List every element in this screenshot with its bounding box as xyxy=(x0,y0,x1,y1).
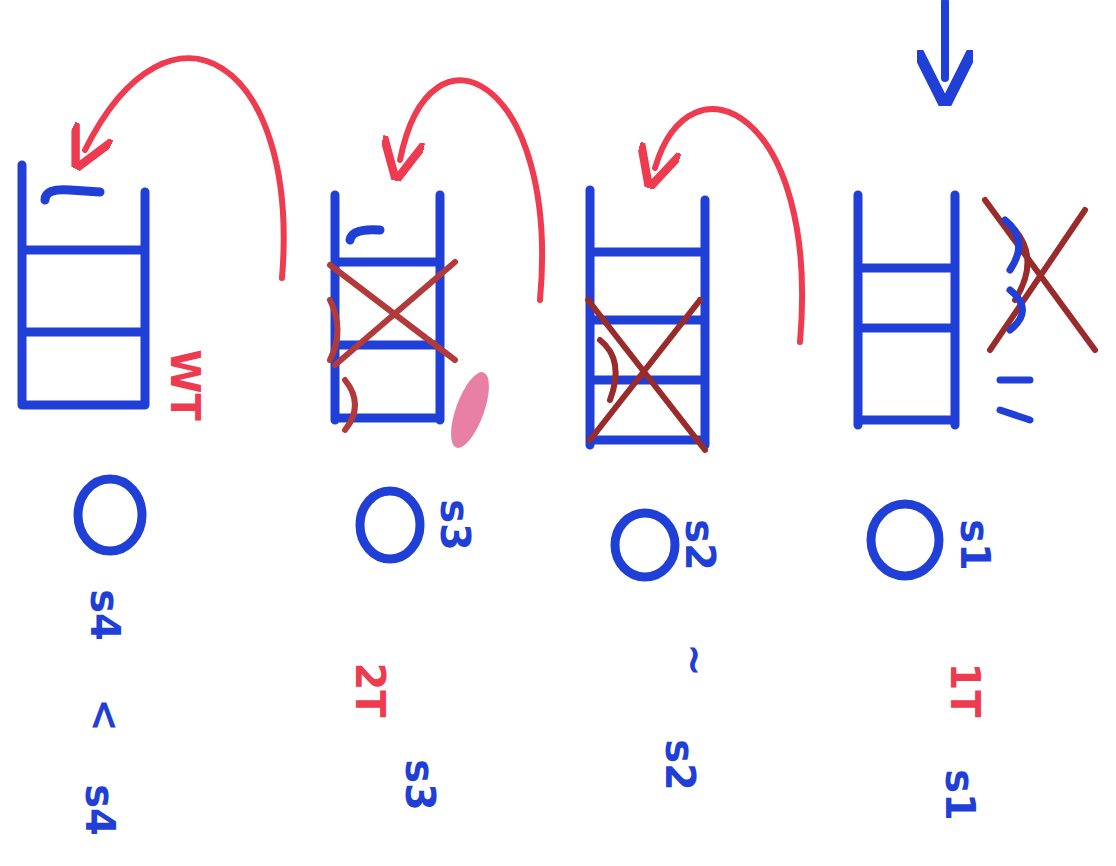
input-arrow xyxy=(941,2,949,78)
erased-writing xyxy=(1000,220,1030,420)
sketch-label: 1T xyxy=(945,662,985,717)
sketch-label: s2 xyxy=(660,739,700,791)
sketch-label: s3 xyxy=(400,759,440,811)
sketch-label: s2 xyxy=(680,519,720,571)
sketch-label: s4 xyxy=(85,589,125,641)
sketch-label: s1 xyxy=(955,519,995,571)
transfer-arrows xyxy=(85,58,802,342)
stack-ladders xyxy=(22,165,955,445)
sketch-label: WT xyxy=(165,349,205,420)
sketch-label: s4 xyxy=(80,784,120,836)
sketch-label: s3 xyxy=(435,499,475,551)
sketch-label: < xyxy=(85,698,125,732)
sketch-label: s1 xyxy=(940,769,980,821)
crossed-out-scribbles xyxy=(330,200,1095,450)
state-circles xyxy=(78,479,939,577)
sketch-label: 2T xyxy=(350,662,390,717)
sketch-label: ~ xyxy=(675,643,715,677)
pink-smudge xyxy=(443,368,497,453)
